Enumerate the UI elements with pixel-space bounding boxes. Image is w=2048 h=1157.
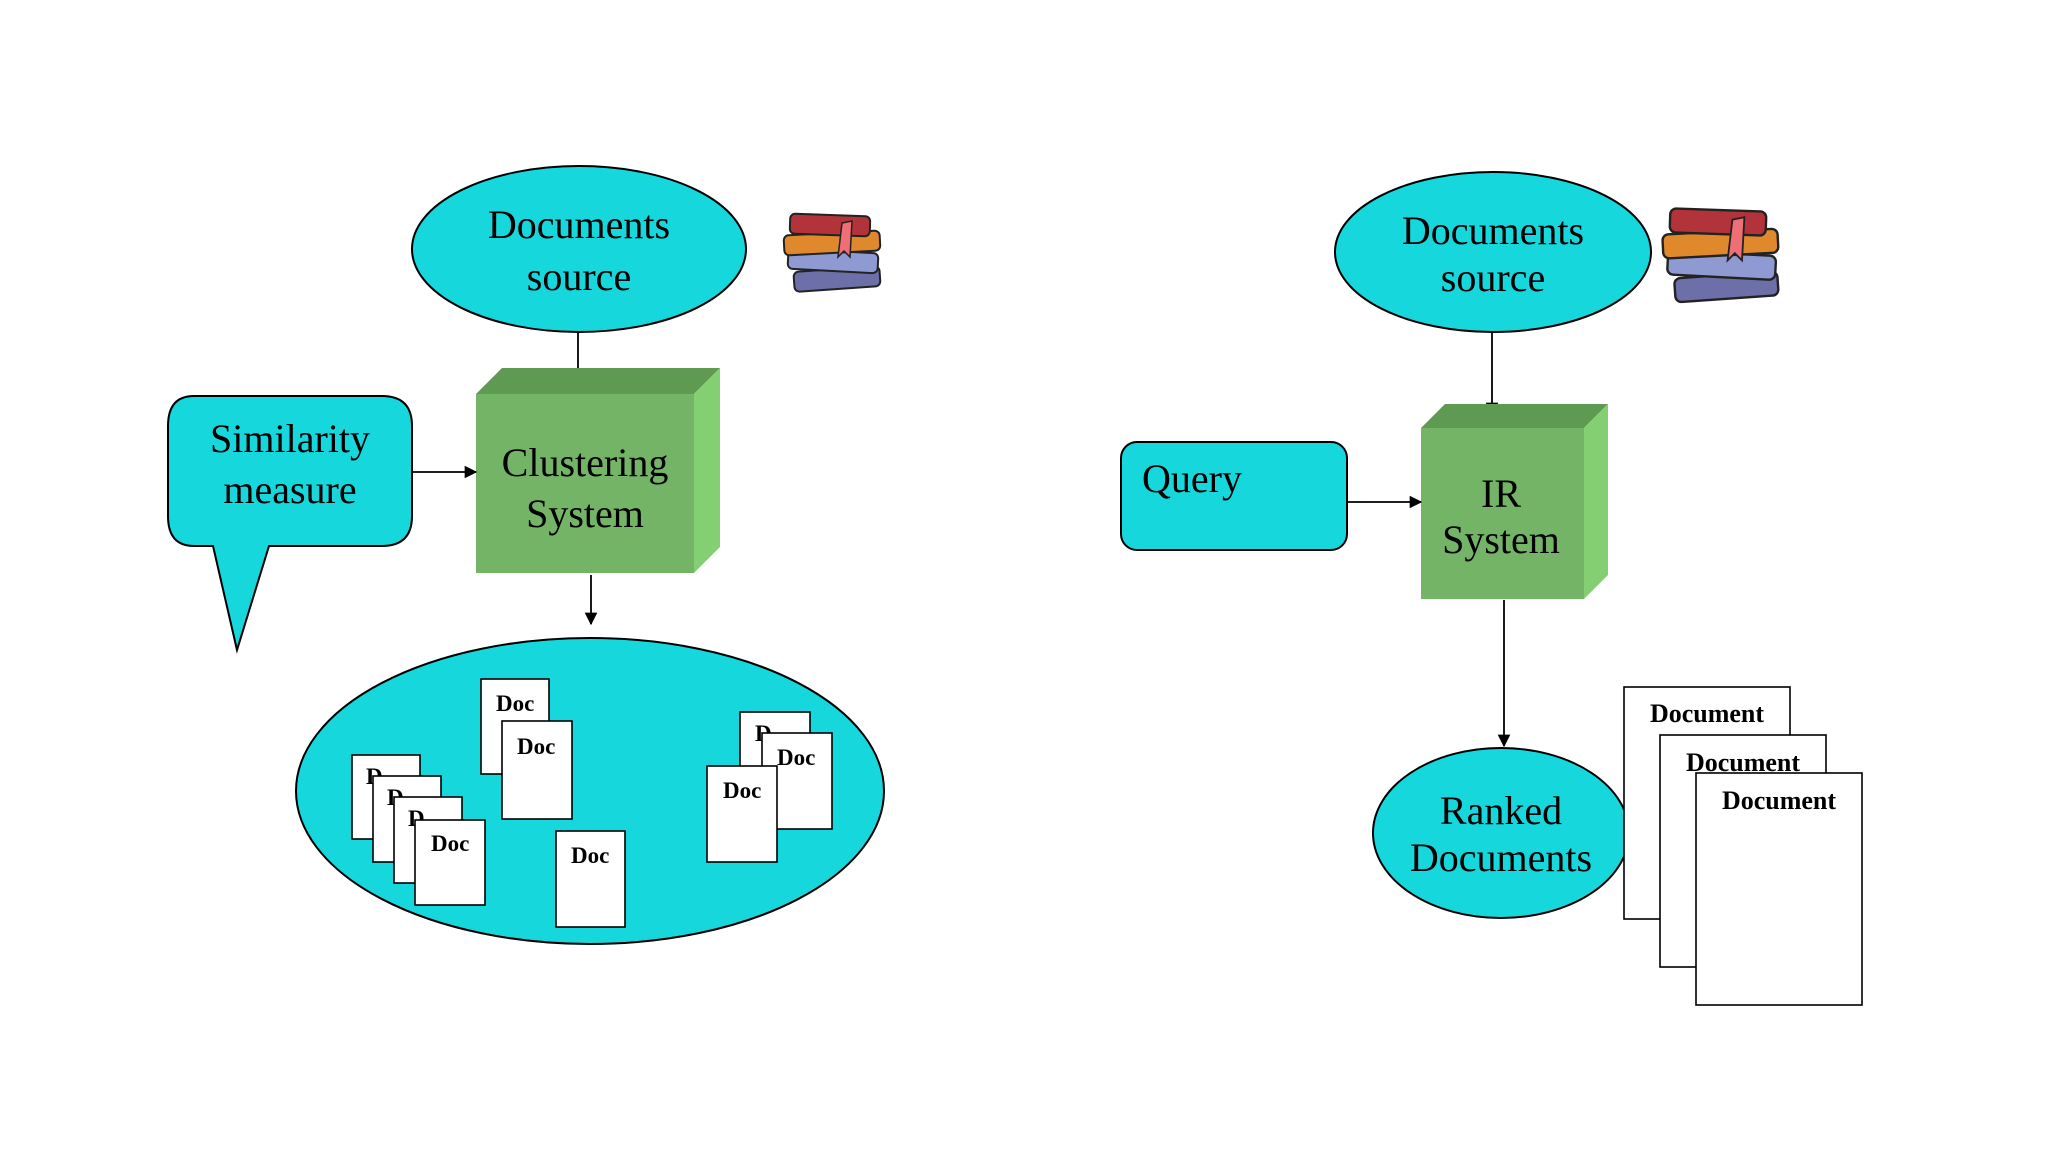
document-label: Document — [1722, 786, 1836, 815]
ir-documents-source: Documents source — [1334, 171, 1652, 333]
clustering-documents-source: Documents source — [411, 165, 747, 333]
ranked-line2: Documents — [1410, 835, 1592, 880]
doc-label: Doc — [571, 843, 609, 868]
ranked-line1: Ranked — [1440, 788, 1562, 833]
doc-label: Doc — [496, 691, 534, 716]
cluster-stack-left: D D D Doc — [351, 754, 486, 906]
doc-label: Doc — [517, 734, 555, 759]
books-icon — [1661, 207, 1780, 304]
similarity-line2: measure — [223, 467, 356, 512]
doc-label: Doc — [777, 745, 815, 770]
clustering-system-box: Clustering System — [476, 368, 720, 573]
query-label: Query — [1142, 456, 1242, 501]
query-box: Query — [1120, 441, 1348, 551]
clustering-source-line1: Documents — [488, 202, 670, 247]
cluster-stack-right: D Doc Doc — [706, 711, 833, 863]
document-clusters: D D D Doc Doc Doc Doc D Doc Doc — [295, 637, 885, 945]
ir-source-line1: Documents — [1402, 208, 1584, 253]
doc-label: Doc — [431, 831, 469, 856]
cluster-pair-top: Doc Doc — [480, 678, 573, 820]
similarity-measure-callout: Similarity measure — [167, 395, 413, 654]
doc-label: Doc — [723, 778, 761, 803]
clustering-source-line2: source — [527, 254, 631, 299]
ranked-document-pages: Document Document Document — [1623, 686, 1863, 1006]
document-label: Document — [1650, 699, 1764, 728]
cluster-single: Doc — [555, 830, 626, 928]
similarity-line1: Similarity — [210, 416, 370, 461]
books-icon — [782, 212, 882, 293]
ir-system-box: IR System — [1421, 404, 1608, 599]
clustering-system-line2: System — [526, 491, 644, 536]
ir-system-line1: IR — [1481, 471, 1521, 516]
ir-source-line2: source — [1441, 255, 1545, 300]
document-label: Document — [1686, 748, 1800, 777]
clustering-system-line1: Clustering — [502, 440, 669, 485]
ir-system-line2: System — [1442, 517, 1560, 562]
ranked-documents: Ranked Documents — [1372, 747, 1630, 919]
